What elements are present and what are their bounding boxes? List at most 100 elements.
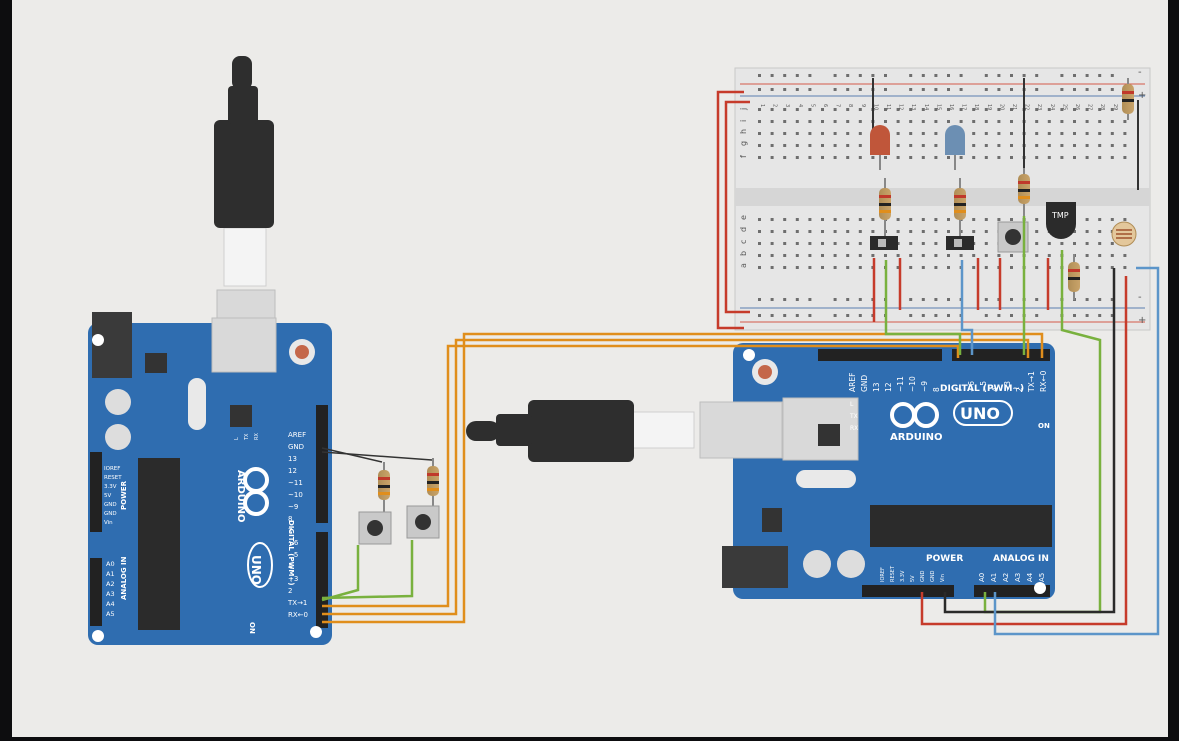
right-board-power-pin: RESET bbox=[890, 565, 896, 582]
right-board-analog-header: ANALOG IN bbox=[993, 554, 1049, 564]
right-board-digital-pin: ~9 bbox=[920, 381, 929, 392]
breadboard-column-number: 11 bbox=[885, 104, 891, 110]
right-board-digital-pin: ~5 bbox=[979, 381, 988, 392]
resistor-icon bbox=[1018, 168, 1030, 216]
right-board-digital-pin: GND bbox=[860, 375, 869, 392]
left-board-digital-pin: RX←0 bbox=[288, 611, 308, 619]
arduino-infinity-logo-icon bbox=[243, 467, 269, 516]
left-board-analog-pin: A4 bbox=[106, 600, 115, 608]
breadboard-column-number: 13 bbox=[910, 104, 916, 110]
right-board-led-label: L bbox=[850, 401, 854, 408]
left-board-digital-pin: ~5 bbox=[288, 551, 298, 559]
breadboard-column-number: 20 bbox=[998, 104, 1004, 110]
breadboard-column-number: 25 bbox=[1061, 104, 1067, 110]
breadboard-column-number: 12 bbox=[898, 104, 904, 110]
left-board-led-label: L bbox=[234, 437, 240, 440]
breadboard-column-number: 1 bbox=[759, 104, 765, 107]
breadboard-row-letter: a bbox=[739, 263, 748, 268]
breadboard-column-number: 10 bbox=[872, 104, 878, 110]
left-board-analog-pin: A0 bbox=[106, 560, 115, 568]
left-board-power-pin: GND bbox=[104, 502, 117, 508]
left-board-analog-pin: A5 bbox=[106, 610, 115, 618]
left-arduino-board: ARDUINO UNO POWER ANALOG IN DIGITAL (PWM… bbox=[88, 312, 332, 645]
breadboard-column-number: 23 bbox=[1036, 104, 1042, 110]
right-board-analog-pin: A0 bbox=[978, 573, 986, 582]
breadboard-row-letter: h bbox=[739, 129, 748, 134]
breadboard-column-number: 7 bbox=[835, 104, 841, 107]
breadboard-column-number: 29 bbox=[1112, 104, 1118, 110]
left-board-power-pin: 5V bbox=[104, 493, 111, 499]
breadboard-column-number: 4 bbox=[797, 104, 803, 107]
right-board-power-header: POWER bbox=[926, 554, 963, 564]
right-board-power-pin: Vin bbox=[940, 574, 946, 582]
resistor-icon bbox=[1122, 78, 1134, 120]
breadboard-row-letter: g bbox=[739, 141, 748, 146]
right-board-digital-pin: ~11 bbox=[896, 376, 905, 392]
breadboard-column-number: 22 bbox=[1024, 104, 1030, 110]
left-board-digital-pin: 2 bbox=[288, 587, 292, 595]
wires bbox=[321, 90, 1160, 636]
right-board-analog-pin: A2 bbox=[1002, 573, 1010, 582]
breadboard-components: TMP bbox=[870, 78, 1139, 300]
breadboard-row-letter: e bbox=[739, 215, 748, 220]
left-board-digital-pin: ~10 bbox=[288, 491, 303, 499]
right-board-led-label: RX bbox=[850, 425, 858, 432]
left-board-pin-labels: AREFGND1312~11~10~987~6~54~32TX→1RX←0IOR… bbox=[104, 431, 308, 619]
led-icon bbox=[945, 125, 965, 170]
right-board-digital-pin: 2 bbox=[1015, 387, 1024, 392]
breadboard-column-number: 2 bbox=[772, 104, 778, 107]
breadboard-column-number: 24 bbox=[1049, 104, 1055, 110]
right-board-power-pin: GND bbox=[930, 570, 936, 582]
left-board-digital-pin: 7 bbox=[288, 527, 292, 535]
resistor-icon bbox=[378, 462, 390, 512]
left-board-analog-pin: A2 bbox=[106, 580, 115, 588]
left-board-digital-pin: 13 bbox=[288, 455, 297, 463]
breadboard-column-number: 26 bbox=[1074, 104, 1080, 110]
resistor-icon bbox=[427, 458, 439, 506]
temperature-sensor-icon: TMP bbox=[1046, 202, 1076, 239]
left-board-digital-pin: 8 bbox=[288, 515, 292, 523]
breadboard-row-letter: j bbox=[739, 108, 748, 111]
left-board-brand: ARDUINO bbox=[235, 470, 246, 522]
right-board-analog-pin: A3 bbox=[1014, 573, 1022, 582]
breadboard-column-number: 18 bbox=[973, 104, 979, 110]
breadboard-column-number: 6 bbox=[822, 104, 828, 107]
breadboard-column-number: 15 bbox=[935, 104, 941, 110]
left-board-digital-pin: AREF bbox=[288, 431, 306, 439]
right-board-power-pin: 3.3V bbox=[900, 570, 906, 582]
right-board-analog-pin: A4 bbox=[1026, 572, 1034, 582]
rail-minus-bottom: - bbox=[1138, 292, 1142, 303]
right-board-digital-pin: 12 bbox=[884, 382, 893, 392]
right-board-analog-pin: A5 bbox=[1038, 573, 1046, 582]
resistor-icon bbox=[954, 178, 966, 236]
rail-plus-bottom: + bbox=[1138, 315, 1146, 326]
left-board-digital-pin: 4 bbox=[288, 563, 293, 571]
photoresistor-icon bbox=[1111, 221, 1137, 247]
breadboard-row-letter: b bbox=[739, 251, 748, 256]
left-board-led-label: RX bbox=[254, 433, 260, 440]
right-board-digital-pin: RX←0 bbox=[1039, 370, 1048, 392]
resistor-icon bbox=[1068, 254, 1080, 300]
right-board-brand: ARDUINO bbox=[890, 432, 942, 443]
pushbutton-icon bbox=[358, 511, 392, 545]
breadboard-row-letter: d bbox=[739, 227, 748, 232]
right-board-model: UNO bbox=[960, 404, 1000, 423]
right-arduino-board: UNO ARDUINO DIGITAL (PWM~) POWER ANALOG … bbox=[722, 343, 1055, 599]
right-board-power-pin: GND bbox=[920, 570, 926, 582]
left-button-circuit bbox=[321, 447, 440, 545]
breadboard-column-number: 3 bbox=[784, 104, 790, 107]
rail-plus-top: + bbox=[1138, 90, 1146, 101]
right-board-digital-pin: 8 bbox=[932, 387, 941, 392]
right-board-digital-pin: 4 bbox=[991, 387, 1000, 392]
breadboard-column-number: 8 bbox=[847, 104, 853, 107]
left-board-digital-pin: ~9 bbox=[288, 503, 298, 511]
breadboard-column-number: 28 bbox=[1099, 104, 1105, 110]
circuit-diagram: ARDUINO UNO POWER ANALOG IN DIGITAL (PWM… bbox=[88, 56, 1160, 645]
breadboard-column-number: 19 bbox=[986, 104, 992, 110]
breadboard-column-number: 9 bbox=[860, 104, 866, 107]
rail-minus-top: - bbox=[1138, 67, 1142, 78]
left-board-digital-pin: 12 bbox=[288, 467, 297, 475]
